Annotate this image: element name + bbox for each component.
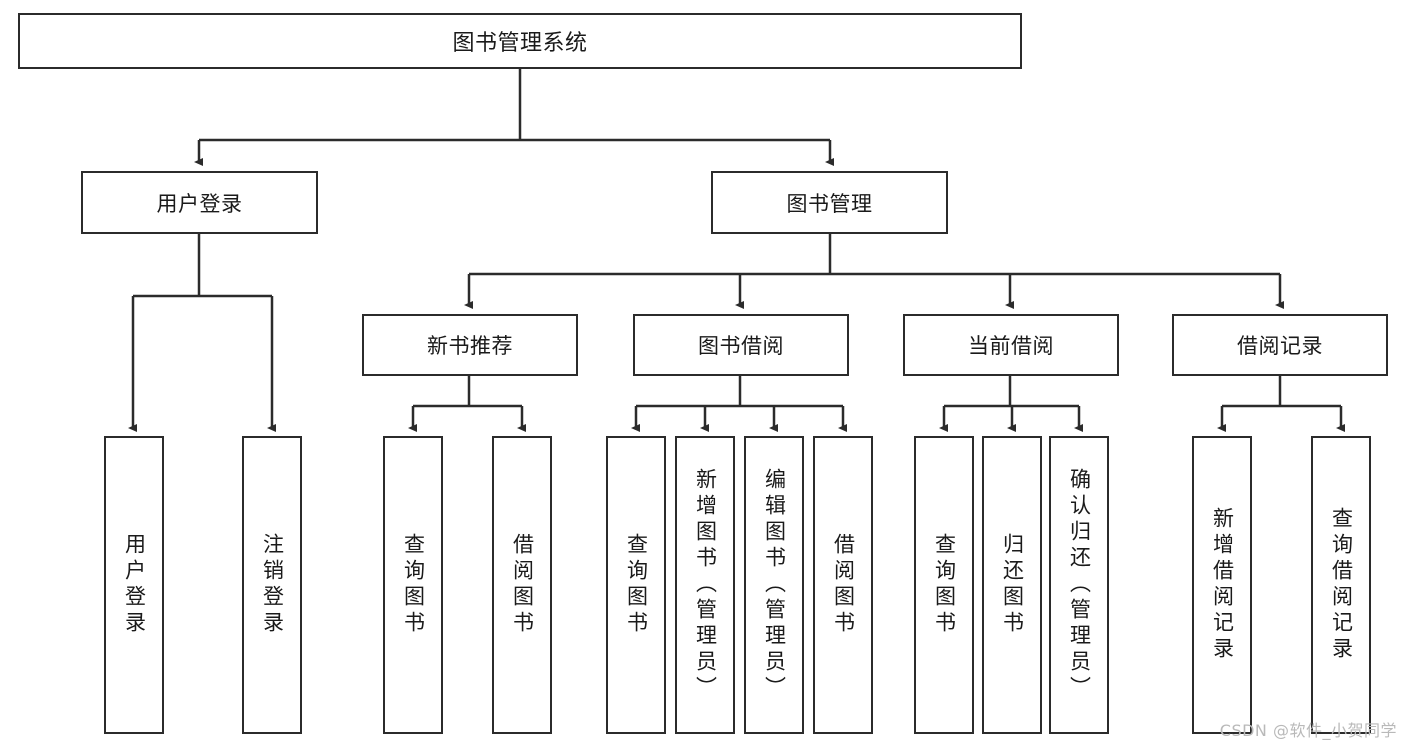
- node-leaf-return-book[interactable]: 归还图书: [982, 436, 1042, 734]
- node-leaf-query-book-recommend[interactable]: 查询图书: [383, 436, 443, 734]
- node-label: 当前借阅: [968, 334, 1054, 358]
- node-label: 借阅记录: [1237, 334, 1323, 358]
- node-label: 借阅图书: [831, 533, 856, 637]
- node-label: 查询图书: [932, 533, 957, 637]
- node-leaf-query-borrow-record[interactable]: 查询借阅记录: [1311, 436, 1371, 734]
- node-label: 归还图书: [1000, 533, 1025, 637]
- node-leaf-edit-book-admin[interactable]: 编辑图书（管理员）: [744, 436, 804, 734]
- node-label: 图书管理: [786, 191, 873, 216]
- watermark-text: CSDN @软件_小贺同学: [1219, 721, 1397, 740]
- node-label: 新书推荐: [427, 334, 513, 358]
- node-current-borrow[interactable]: 当前借阅: [903, 314, 1119, 376]
- node-label: 查询借阅记录: [1329, 507, 1354, 663]
- node-book-borrow[interactable]: 图书借阅: [633, 314, 849, 376]
- node-user-login[interactable]: 用户登录: [81, 171, 318, 234]
- node-label: 注销登录: [260, 533, 285, 637]
- node-new-book-recommend[interactable]: 新书推荐: [362, 314, 578, 376]
- node-label: 图书管理系统: [452, 31, 588, 56]
- node-leaf-query-book-borrow[interactable]: 查询图书: [606, 436, 666, 734]
- node-label: 查询图书: [624, 533, 649, 637]
- node-root-book-management-system[interactable]: 图书管理系统: [18, 13, 1022, 69]
- node-label: 图书借阅: [698, 334, 784, 358]
- node-leaf-add-borrow-record[interactable]: 新增借阅记录: [1192, 436, 1252, 734]
- node-leaf-confirm-return-admin[interactable]: 确认归还（管理员）: [1049, 436, 1109, 734]
- node-label: 新增借阅记录: [1210, 507, 1235, 663]
- node-label: 新增图书（管理员）: [693, 468, 718, 702]
- node-leaf-logout[interactable]: 注销登录: [242, 436, 302, 734]
- node-leaf-user-login[interactable]: 用户登录: [104, 436, 164, 734]
- node-leaf-borrow-book-recommend[interactable]: 借阅图书: [492, 436, 552, 734]
- node-label: 借阅图书: [510, 533, 535, 637]
- node-leaf-add-book-admin[interactable]: 新增图书（管理员）: [675, 436, 735, 734]
- node-leaf-query-book-current[interactable]: 查询图书: [914, 436, 974, 734]
- node-label: 用户登录: [156, 191, 243, 216]
- node-leaf-borrow-book[interactable]: 借阅图书: [813, 436, 873, 734]
- node-borrow-record[interactable]: 借阅记录: [1172, 314, 1388, 376]
- node-label: 用户登录: [122, 533, 147, 637]
- node-label: 查询图书: [401, 533, 426, 637]
- node-book-management[interactable]: 图书管理: [711, 171, 948, 234]
- node-label: 编辑图书（管理员）: [762, 468, 787, 702]
- node-label: 确认归还（管理员）: [1067, 468, 1092, 702]
